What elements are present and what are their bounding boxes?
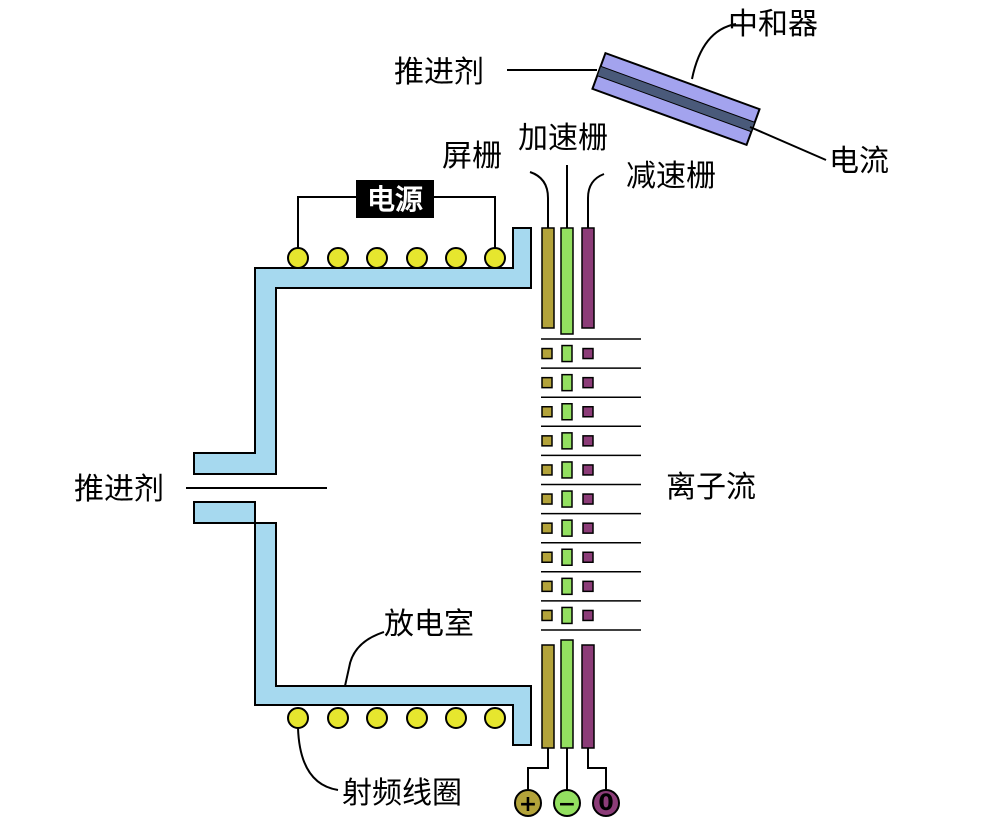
screen-grid-upper [541, 227, 555, 329]
positive-terminal-sign: + [519, 792, 537, 817]
accel-grid-segment [561, 373, 573, 392]
accel-grid-label: 加速栅 [518, 121, 608, 156]
decel-grid-segment [582, 376, 594, 389]
decel-grid-segment [582, 493, 594, 505]
coil-turn [406, 707, 428, 729]
accel-grid-segment [561, 519, 573, 537]
neutralizer-current-line [749, 126, 827, 161]
grid-segments [541, 344, 594, 625]
accel-grid-segment [561, 461, 573, 479]
negative-terminal [553, 789, 581, 817]
decel-grid-segment [582, 609, 594, 622]
coil-turn [327, 707, 349, 729]
decel-grid-segment [582, 347, 594, 360]
power-source-box [356, 180, 434, 218]
screen-grid-leader [529, 171, 549, 228]
accel-grid-upper [560, 227, 574, 335]
ion-beam-lines [541, 338, 641, 631]
coil-turn [366, 247, 388, 269]
power-source-label: 电源 [367, 183, 423, 216]
accel-grid-lower [560, 639, 574, 749]
zero-terminal-sign: 0 [598, 791, 613, 816]
discharge-chamber [193, 227, 532, 475]
decel-grid-lower [581, 644, 595, 749]
accel-grid-segment [561, 344, 573, 363]
negative-terminal-sign: − [558, 792, 576, 817]
decel-grid-leader [587, 173, 605, 228]
coil-turn [287, 247, 309, 269]
power-wire [297, 196, 496, 248]
screen-grid-segment [541, 551, 553, 563]
ion-beam-label: 离子流 [666, 470, 756, 505]
screen-grid-segment [541, 464, 553, 476]
decel-grid-segment [582, 522, 594, 534]
propellant-top-label: 推进剂 [394, 55, 484, 90]
accel-grid-segment [561, 606, 573, 625]
screen-grid-segment [541, 376, 553, 389]
discharge-chamber-lower [193, 501, 532, 746]
screen-grid-segment [541, 522, 553, 534]
coil-turn [406, 247, 428, 269]
screen-grid-segment [541, 435, 553, 447]
decel-grid-segment [582, 551, 594, 563]
discharge-chamber-leader [344, 631, 385, 687]
coil-turn [366, 707, 388, 729]
rf-coil-bottom-row [287, 707, 506, 729]
coil-turn [287, 707, 309, 729]
zero-terminal [592, 789, 620, 817]
neutralizer [591, 51, 761, 147]
decel-grid-upper [581, 227, 595, 329]
decel-grid-segment [582, 406, 594, 418]
coil-turn [327, 247, 349, 269]
decel-grid-segment [582, 580, 594, 593]
terminal-wire-zero [587, 748, 607, 790]
accel-grid-segment [561, 432, 573, 450]
decel-grid-segment [582, 435, 594, 447]
decel-grid-label: 减速栅 [626, 159, 716, 194]
terminal-wire-positive [527, 748, 549, 790]
accel-grid-segment [561, 490, 573, 508]
screen-grid-label: 屏栅 [442, 139, 502, 174]
rf-coil-label: 射频线圈 [342, 776, 462, 811]
coil-turn [484, 707, 506, 729]
coil-turn [445, 247, 467, 269]
neutralizer-leader [691, 23, 737, 80]
screen-grid-segment [541, 406, 553, 418]
rf-coil-leader [297, 727, 339, 791]
screen-grid-segment [541, 493, 553, 505]
discharge-chamber-label: 放电室 [384, 607, 474, 642]
positive-terminal [514, 789, 542, 817]
coil-turn [445, 707, 467, 729]
current-label: 电流 [829, 144, 889, 179]
screen-grid-segment [541, 347, 553, 360]
screen-grid-segment [541, 609, 553, 622]
neutralizer-core [596, 65, 756, 133]
accel-grid-segment [561, 577, 573, 596]
decel-grid-segment [582, 464, 594, 476]
screen-grid-lower [541, 644, 555, 749]
accel-grid-segment [561, 548, 573, 566]
screen-grid-segment [541, 580, 553, 593]
coil-turn [484, 247, 506, 269]
accel-grid-segment [561, 403, 573, 421]
neutralizer-label: 中和器 [728, 7, 818, 42]
rf-coil-top-row [287, 247, 506, 269]
propellant-inlet-label: 推进剂 [74, 472, 164, 507]
